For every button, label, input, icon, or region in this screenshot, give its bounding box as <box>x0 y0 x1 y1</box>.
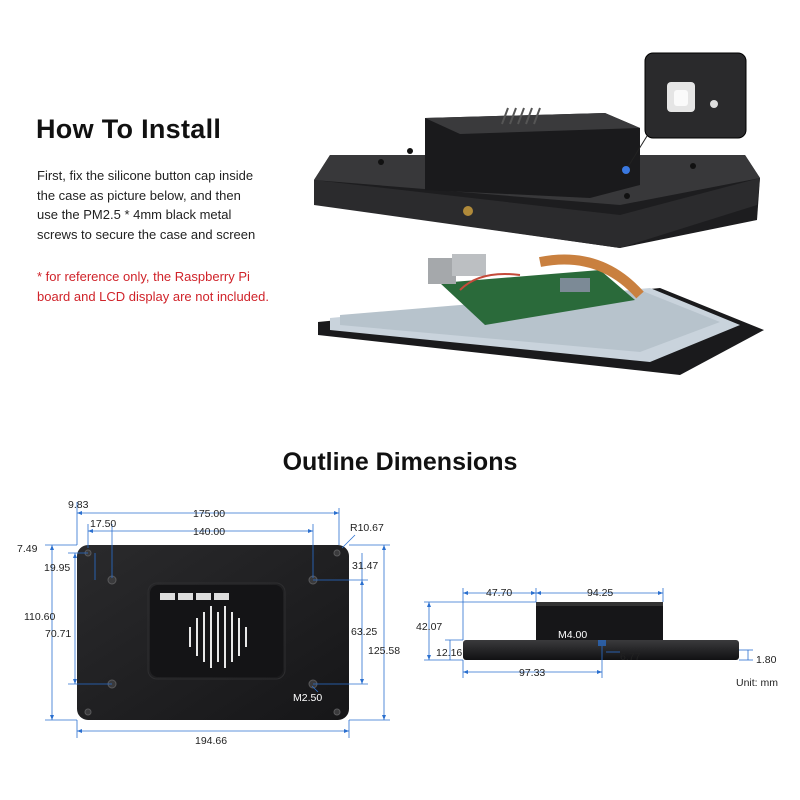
dim-12-16: 12.16 <box>436 647 462 659</box>
dim-97-33: 97.33 <box>519 667 545 679</box>
front-dimension-arrows <box>50 511 386 733</box>
side-dimension-arrows <box>427 591 663 674</box>
instruction-line: the case as picture below, and then <box>37 187 241 203</box>
dim-31-47: 31.47 <box>352 560 378 572</box>
dim-94-25: 94.25 <box>587 587 613 599</box>
install-instructions: First, fix the silicone button cap insid… <box>37 166 297 245</box>
m4-insert <box>598 640 606 646</box>
dim-175: 175.00 <box>193 508 225 520</box>
dim-63-25: 63.25 <box>351 626 377 638</box>
note-line: * for reference only, the Raspberry Pi <box>37 269 250 284</box>
outline-title: Outline Dimensions <box>282 448 518 476</box>
front-view-drawing <box>77 545 349 720</box>
reference-note: * for reference only, the Raspberry Pi b… <box>37 267 297 306</box>
side-dimension-labels: 47.70 94.25 42.07 M4.00 12.16 6.77 97.33… <box>416 587 778 689</box>
button-cap-callout <box>622 52 747 174</box>
unit-label: Unit: mm <box>736 677 778 689</box>
dim-m4-00: M4.00 <box>558 629 587 641</box>
front-dimension-lines <box>45 502 390 738</box>
screw-icons <box>378 148 696 199</box>
instruction-line: First, fix the silicone button cap insid… <box>37 168 254 183</box>
speaker-grille <box>189 606 247 668</box>
dim-6-77: 6.77 <box>620 651 641 663</box>
instruction-line: use the PM2.5 * 4mm black metal <box>37 207 232 223</box>
dim-1-80: 1.80 <box>756 654 777 666</box>
dim-125-58: 125.58 <box>368 645 400 657</box>
vent-slots <box>501 107 541 125</box>
dim-47-70: 47.70 <box>486 587 512 599</box>
dim-42-07: 42.07 <box>416 621 442 633</box>
dim-110-60: 110.60 <box>24 611 55 623</box>
dim-m2-50: M2.50 <box>293 692 322 704</box>
case-back-illustration <box>314 107 760 248</box>
side-view-drawing <box>463 602 739 660</box>
front-dimension-labels: 9.83 175.00 17.50 140.00 R10.67 7.49 19.… <box>17 499 400 747</box>
install-title: How To Install <box>36 114 222 144</box>
dim-194-66: 194.66 <box>195 735 227 747</box>
dim-19-95: 19.95 <box>44 562 70 574</box>
dim-17-50: 17.50 <box>90 518 116 530</box>
button-row <box>160 593 229 600</box>
instruction-line: screws to secure the case and screen <box>37 227 256 243</box>
dim-140: 140.00 <box>193 526 225 538</box>
dim-9-83: 9.83 <box>68 499 89 511</box>
board-and-screen-illustration <box>318 254 764 375</box>
note-line: board and LCD display are not included. <box>37 288 269 304</box>
side-dimension-lines <box>424 588 753 678</box>
dim-70-71: 70.71 <box>45 628 71 640</box>
mount-nut <box>463 206 473 216</box>
dim-r10-67: R10.67 <box>350 522 384 534</box>
dim-7-49: 7.49 <box>17 543 38 555</box>
